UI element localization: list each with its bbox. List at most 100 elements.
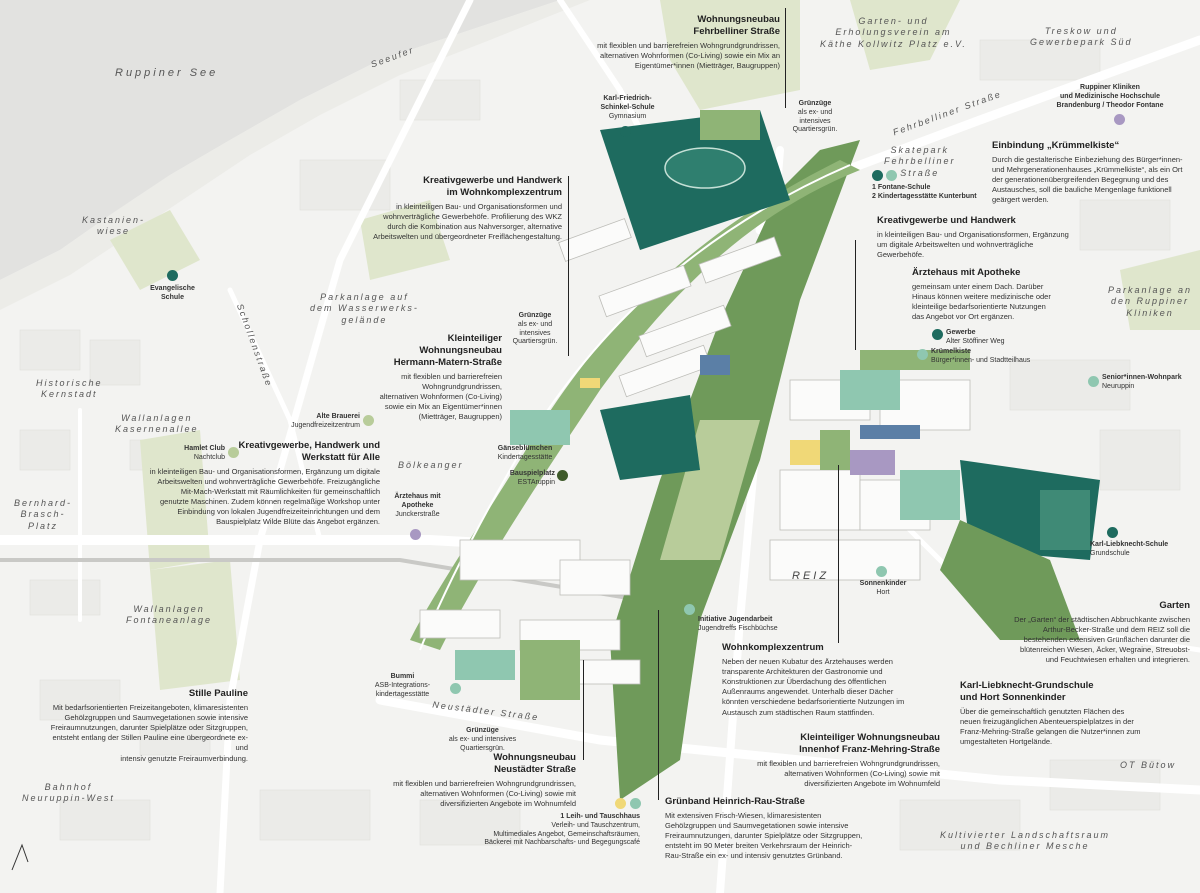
place-parkanlage-wasserwerk: Parkanlage auf dem Wasserwerks- gelände (310, 292, 419, 325)
poi-dot-fontane-1[interactable] (872, 170, 883, 181)
block-wohnkomplexzentrum: Wohnkomplexzentrum Neben der neuen Kubat… (722, 642, 932, 718)
poi-hamlet-name: Hamlet Club (184, 445, 225, 452)
poi-hamlet-sub: Nachtclub (193, 453, 225, 461)
block-fehrbelliner-wohnung: Wohnungsneubau Fehrbelliner Straße mit f… (540, 14, 780, 71)
block-neustaedter-wohnung: Wohnungsneubau Neustädter Straße mit fle… (370, 752, 576, 809)
block-aerztehaus-title: Ärztehaus mit Apotheke (912, 267, 1021, 278)
block-kreativ-wohnkomplex-text: in kleinteiligen Bau- und Organisationsf… (373, 201, 562, 242)
block-kreativ-alle: Kreativgewerbe, Handwerk und Werkstatt f… (110, 440, 380, 528)
sports-track (664, 147, 746, 189)
place-reiz: REIZ (792, 570, 830, 582)
place-parkanlage-kliniken: Parkanlage an den Ruppiner Kliniken (1108, 285, 1193, 318)
park-areas (110, 0, 1200, 690)
block-neustaedter-wohnung-text: mit flexiblen und barrierefreien Wohngru… (393, 778, 576, 808)
poi-fontane-schule-name: 1 Fontane-Schule 2 Kindertagesstätte Kun… (872, 184, 977, 200)
poi-gruenzuege-mid-sub: als ex- und intensives Quartiersgrün. (512, 320, 558, 346)
poi-dot-leih-tausch-1[interactable] (615, 798, 626, 809)
poi-bummi-sub: ASB-Integrations- kindertagesstätte (374, 681, 431, 698)
place-bahnhof: Bahnhof Neuruppin-West (22, 782, 115, 804)
block-kreativ-alle-text: in kleinteiligen Bau- und Organisationsf… (149, 466, 380, 527)
poi-evangelische-name: Evangelische Schule (150, 285, 195, 301)
block-aerztehaus-text: gemeinsam unter einem Dach. Darüber Hina… (912, 281, 1051, 322)
block-fehrbelliner-wohnung-text: mit flexiblen und barrierefreien Wohngru… (597, 40, 780, 70)
poi-sonnenkinder-name: Sonnenkinder (859, 580, 907, 587)
block-garten-title: Garten (1159, 600, 1190, 611)
poi-dot-jugendarbeit[interactable] (684, 604, 695, 615)
poi-alte-brauerei-name: Alte Brauerei (316, 413, 360, 420)
place-treskow: Treskow und Gewerbepark Süd (1030, 26, 1133, 48)
poi-dot-bummi[interactable] (450, 683, 461, 694)
poi-aerztehaus-junckers-sub: Junckerstraße (395, 510, 440, 518)
poi-leih-tausch-name: 1 Leih- und Tauschhaus (560, 813, 640, 820)
poi-karl-liebknecht-sub: Grundschule (1090, 549, 1130, 557)
block-kreativ-wohnkomplex-title: Kreativgewerbe und Handwerk im Wohnkompl… (423, 175, 562, 198)
poi-gruenzuege-top-name: Grünzüge (798, 100, 832, 107)
poi-dot-bauspielplatz[interactable] (557, 470, 568, 481)
block-innenhof: Kleinteiliger Wohnungsneubau Innenhof Fr… (735, 732, 940, 789)
block-stille-pauline-text: Mit bedarfsorientierten Freizeitangebote… (50, 702, 248, 763)
poi-dot-hamlet[interactable] (228, 447, 239, 458)
place-ruppiner-see: Ruppiner See (115, 67, 219, 79)
poi-ruppiner-kliniken-name: Ruppiner Kliniken und Medizinische Hochs… (1056, 84, 1164, 109)
poi-dot-aerztehaus-junckers[interactable] (410, 529, 421, 540)
poi-jugendarbeit-name: Initiative Jugendarbeit (698, 616, 773, 623)
poi-dot-kruemelkiste[interactable] (917, 349, 928, 360)
leader-kreativ-wkz (568, 176, 569, 356)
block-kruemmelkiste-title: Einbindung „Krümmelkiste“ (992, 140, 1120, 151)
poi-karl-friedrich-sub: Gymnasium (608, 112, 647, 120)
block-gruenband: Grünband Heinrich-Rau-Straße Mit extensi… (665, 796, 885, 862)
poi-dot-leih-tausch-2[interactable] (630, 798, 641, 809)
poi-dot-gewerbe[interactable] (932, 329, 943, 340)
lake-shore-strip (0, 0, 590, 310)
poi-gruenzuege-low-name: Grünzüge (466, 727, 499, 734)
poi-kruemelkiste-sub: Bürger*innen- und Stadtteilhaus (931, 356, 1031, 364)
block-kreativ-wohnkomplex: Kreativgewerbe und Handwerk im Wohnkompl… (305, 175, 562, 242)
block-wohnkomplexzentrum-title: Wohnkomplexzentrum (722, 642, 824, 653)
poi-gaenseblumchen-name: Gänseblümchen (497, 445, 553, 452)
block-liebknecht-title: Karl-Liebknecht-Grundschule und Hort Son… (960, 680, 1094, 703)
poi-dot-alte-brauerei[interactable] (363, 415, 374, 426)
block-kreativ-alle-title: Kreativgewerbe, Handwerk und Werkstatt f… (238, 440, 380, 463)
garten-park (940, 520, 1080, 640)
poi-fontane-schule: 1 Fontane-Schule 2 Kindertagesstätte Kun… (872, 184, 1002, 202)
place-boelkeanger: Bölkeanger (398, 460, 464, 470)
poi-alte-brauerei-sub: Jugendfreizeitzentrum (291, 421, 360, 429)
poi-dot-senioren[interactable] (1088, 376, 1099, 387)
green-band-light (660, 420, 760, 560)
block-kreativ-rechts-text: in kleinteiligen Bau- und Organisationsf… (877, 229, 1069, 260)
poi-bauspielplatz-sub: ESTAruppin (517, 478, 555, 486)
block-kleinteilig-hermann-title: Kleinteiliger Wohnungsneubau Hermann-Mat… (393, 333, 502, 368)
place-kastanienwiese: Kastanien- wiese (82, 215, 146, 237)
poi-dot-evangelische[interactable] (167, 270, 178, 281)
place-skatepark: Skatepark Fehrbelliner Straße (884, 145, 956, 178)
block-fehrbelliner-wohnung-title: Wohnungsneubau Fehrbelliner Straße (693, 14, 780, 37)
poi-sonnenkinder-sub: Hort (876, 588, 890, 596)
light-green-courtyards (455, 370, 960, 680)
place-wallanlagen-fontaneanlage: Wallanlagen Fontaneanlage (126, 604, 213, 626)
block-liebknecht-text: Über die gemeinschaftlich genutzten Fläc… (960, 706, 1141, 747)
block-kreativ-rechts: Kreativgewerbe und Handwerk in kleinteil… (877, 215, 1087, 260)
poi-dot-karl-liebknecht[interactable] (1107, 527, 1118, 538)
poi-gewerbe-name: Gewerbe (946, 329, 976, 336)
poi-karl-liebknecht-name: Karl-Liebknecht-Schule (1090, 541, 1169, 548)
poi-dot-karl-friedrich[interactable] (620, 126, 631, 137)
block-innenhof-title: Kleinteiliger Wohnungsneubau Innenhof Fr… (799, 732, 940, 755)
leader-fehrbelliner (785, 8, 786, 108)
poi-dot-sonnenkinder[interactable] (876, 566, 887, 577)
poi-kruemelkiste-name: Krümelkiste (931, 348, 972, 355)
poi-dot-fontane-2[interactable] (886, 170, 897, 181)
poi-aerztehaus-junckers-name: Ärztehaus mit Apotheke (394, 493, 441, 509)
leader-gruenband (658, 610, 659, 800)
block-wohnkomplexzentrum-text: Neben der neuen Kubatur des Ärztehauses … (722, 656, 905, 717)
leader-aerztehaus (855, 240, 856, 350)
poi-dot-ruppiner-kliniken[interactable] (1114, 114, 1125, 125)
block-neustaedter-wohnung-title: Wohnungsneubau Neustädter Straße (493, 752, 576, 775)
stille-pauline-green (410, 160, 860, 650)
poi-gruenzuege-top-sub: als ex- und intensives Quartiersgrün. (792, 108, 838, 134)
